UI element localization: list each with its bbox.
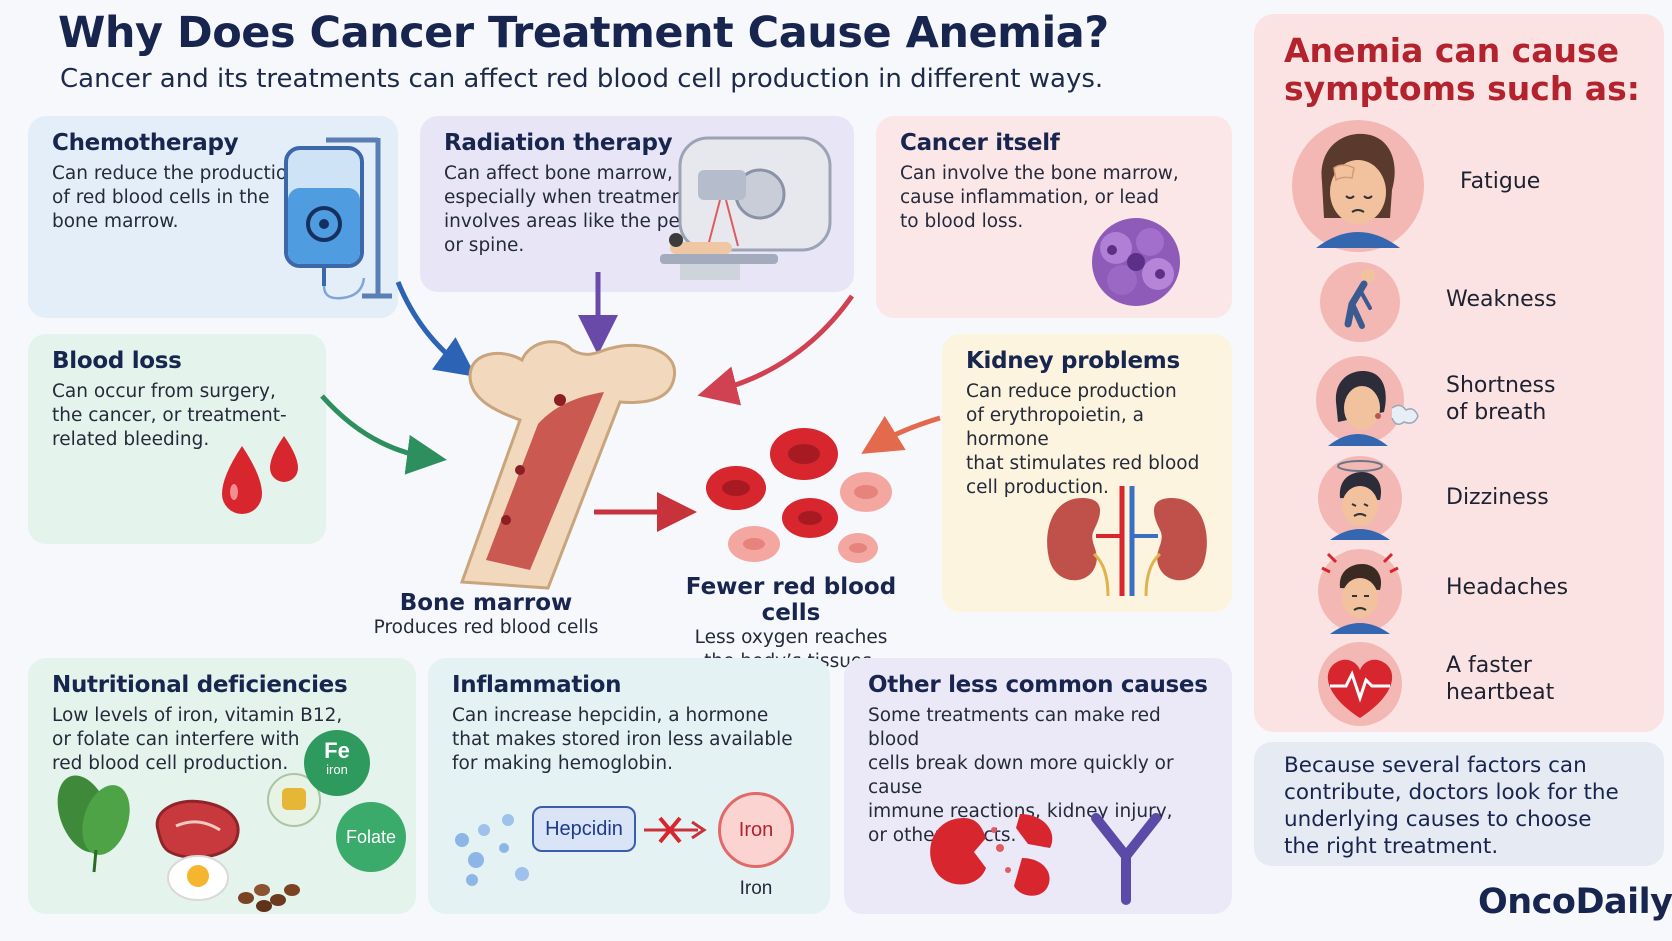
symptom-weakness: Weakness — [1446, 287, 1557, 312]
page-title: Why Does Cancer Treatment Cause Anemia? — [58, 8, 1109, 58]
chemotherapy-card: Chemotherapy Can reduce the production of… — [28, 116, 398, 318]
inflammation-title: Inflammation — [452, 672, 622, 698]
iron-badge: Fe iron — [304, 730, 370, 796]
inflammation-text-3: for making hemoglobin. — [452, 753, 674, 774]
fewer-rbc-text-1: Less oxygen reaches — [694, 627, 888, 648]
cancer-itself-text-2: cause inflammation, or lead — [900, 187, 1159, 208]
other-causes-title: Other less common causes — [868, 672, 1208, 698]
bone-marrow-label: Bone marrow Produces red blood cells — [362, 590, 610, 640]
broken-cell-icon — [930, 814, 1053, 896]
chemotherapy-text-3: bone marrow. — [52, 211, 179, 232]
radiation-text-2: especially when treatment — [444, 187, 691, 208]
antibody-icon — [1091, 813, 1161, 905]
chemotherapy-title: Chemotherapy — [52, 130, 239, 156]
steak-icon — [155, 799, 240, 859]
chemotherapy-text-1: Can reduce the production — [52, 163, 299, 184]
cancer-itself-text-3: to blood loss. — [900, 211, 1024, 232]
radiation-text-1: Can affect bone marrow, — [444, 163, 673, 184]
brand-logo: OncoDaily — [1478, 882, 1672, 922]
blood-loss-text-3: related bleeding. — [52, 429, 210, 450]
symptom-shortness-of-breath: Shortness of breath — [1446, 373, 1556, 425]
radiation-text-4: or spine. — [444, 235, 525, 256]
symptoms-title-line-1: Anemia can cause — [1284, 31, 1620, 70]
kidney-problems-card: Kidney problems Can reduce production of … — [942, 334, 1232, 612]
blood-loss-card: Blood loss Can occur from surgery, the ca… — [28, 334, 326, 544]
kidney-problems-text-3: that stimulates red blood — [966, 453, 1200, 474]
nutritional-deficiencies-title: Nutritional deficiencies — [52, 672, 348, 698]
page-subtitle: Cancer and its treatments can affect red… — [60, 64, 1104, 94]
iron-symbol: Fe — [324, 738, 350, 763]
iron-caption: Iron — [739, 878, 773, 899]
blood-loss-text-2: the cancer, or treatment- — [52, 405, 287, 426]
molecules-icon — [455, 814, 529, 886]
note-line-1: Because several factors can — [1284, 753, 1587, 778]
blocked-arrow-icon — [644, 816, 707, 844]
cancer-cell-cluster-icon — [1092, 218, 1180, 306]
iron-badge-label: iron — [326, 762, 348, 777]
inflammation-text-1: Can increase hepcidin, a hormone — [452, 705, 769, 726]
other-causes-text-1: Some treatments can make red blood — [868, 705, 1161, 750]
folate-badge: Folate — [336, 802, 406, 872]
radiation-title: Radiation therapy — [444, 130, 673, 156]
symptom-headaches: Headaches — [1446, 575, 1569, 600]
bone-marrow-icon — [459, 340, 676, 590]
kidney-problems-text-2: of erythropoietin, a hormone — [966, 405, 1144, 450]
other-causes-text-2: cells break down more quickly or cause — [868, 753, 1174, 798]
kidney-problems-title: Kidney problems — [966, 348, 1180, 374]
red-blood-cells-icon — [706, 428, 892, 563]
cancer-itself-text-1: Can involve the bone marrow, — [900, 163, 1179, 184]
weakness-icon — [1320, 262, 1400, 342]
shortness-of-breath-icon — [1316, 356, 1419, 446]
radiation-text-3: involves areas like the pelvis — [444, 211, 711, 232]
headache-icon — [1318, 549, 1402, 634]
symptom-dizziness: Dizziness — [1446, 485, 1549, 510]
note-line-3: underlying causes to choose — [1284, 807, 1592, 832]
kidney-problems-text-4: cell production. — [966, 477, 1109, 498]
hepcidin-box: Hepcidin — [532, 806, 636, 852]
fatigue-icon — [1292, 120, 1424, 252]
inflammation-card: Inflammation Can increase hepcidin, a ho… — [428, 658, 830, 914]
dizziness-icon — [1318, 456, 1402, 540]
treatment-note: Because several factors can contribute, … — [1254, 742, 1664, 866]
center-diagram — [320, 272, 941, 590]
symptom-faster-heartbeat: A faster heartbeat — [1446, 653, 1555, 705]
nutrition-text-1: Low levels of iron, vitamin B12, — [52, 705, 343, 726]
arrow-cancer — [697, 294, 855, 406]
fewer-rbc-title: Fewer red blood cells — [685, 574, 897, 626]
symptom-fatigue: Fatigue — [1460, 169, 1541, 194]
nutrition-text-3: red blood cell production. — [52, 753, 289, 774]
nutritional-deficiencies-card: Nutritional deficiencies Low levels of i… — [28, 658, 416, 914]
iv-bag-icon — [284, 137, 392, 300]
kidney-problems-text-1: Can reduce production — [966, 381, 1177, 402]
chemotherapy-text-2: of red blood cells in the — [52, 187, 270, 208]
iron-circle: Iron — [718, 792, 794, 868]
bone-marrow-title: Bone marrow — [399, 590, 573, 616]
arrow-blood-loss — [320, 394, 447, 475]
symptoms-title: Anemia can cause symptoms such as: — [1284, 32, 1640, 108]
nutrition-text-2: or folate can interfere with — [52, 729, 300, 750]
inflammation-text-2: that makes stored iron less available — [452, 729, 793, 750]
radiation-card: Radiation therapy Can affect bone marrow… — [420, 116, 854, 292]
beans-icon — [238, 884, 300, 912]
egg-icon — [167, 855, 229, 901]
arrow-chemo — [395, 281, 477, 377]
symptoms-title-line-2: symptoms such as: — [1284, 69, 1640, 108]
note-line-4: the right treatment. — [1284, 834, 1499, 859]
supplement-pill-icon — [267, 773, 321, 827]
cancer-itself-card: Cancer itself Can involve the bone marro… — [876, 116, 1232, 318]
blood-loss-text-1: Can occur from surgery, — [52, 381, 276, 402]
heartbeat-icon — [1318, 642, 1402, 726]
kidneys-icon — [1047, 486, 1207, 597]
spinach-icon — [57, 775, 130, 873]
blood-loss-title: Blood loss — [52, 348, 182, 374]
radiation-machine-icon — [660, 136, 832, 280]
note-line-2: contribute, doctors look for the — [1284, 780, 1619, 805]
blood-drops-icon — [222, 436, 298, 514]
other-causes-card: Other less common causes Some treatments… — [844, 658, 1232, 914]
bone-marrow-caption: Produces red blood cells — [373, 617, 599, 638]
cancer-itself-title: Cancer itself — [900, 130, 1060, 156]
arrow-kidney — [861, 415, 941, 454]
